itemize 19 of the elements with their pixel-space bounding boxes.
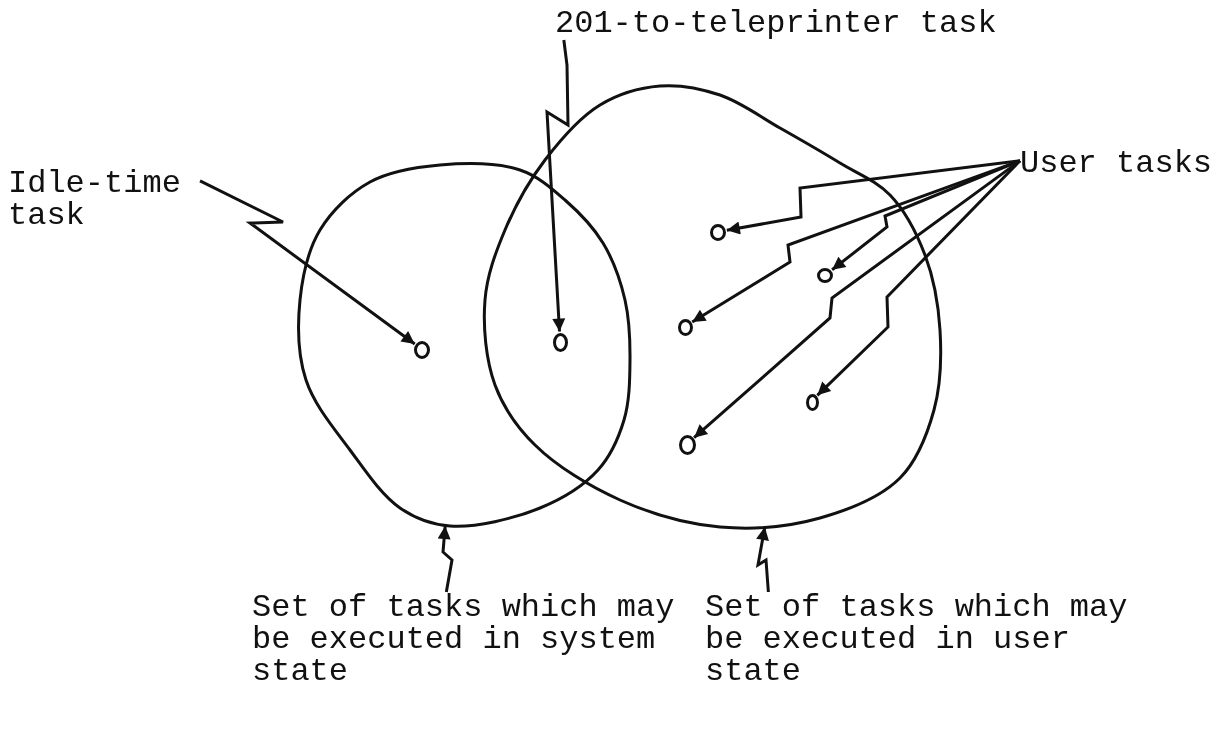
arrow: [545, 39, 570, 332]
arrow: [755, 526, 770, 593]
task-label: Set of tasks which may be executed in user state: [705, 592, 1128, 688]
arrow: [693, 159, 1021, 439]
task-circle: [677, 318, 693, 336]
task-circle: [710, 223, 726, 241]
task-label: 201-to-teleprinter task: [555, 8, 997, 40]
task-circle: [552, 332, 568, 352]
arrow: [691, 159, 1021, 324]
task-label: User tasks: [1020, 148, 1213, 180]
task-circle: [817, 267, 833, 283]
arrow: [199, 179, 416, 346]
task-circle: [414, 341, 430, 359]
arrow: [437, 525, 454, 593]
task-label: Idle-time task: [8, 168, 201, 232]
task-label: Set of tasks which may be executed in system state: [252, 592, 675, 688]
task-circle: [678, 435, 696, 455]
arrow: [726, 159, 1021, 235]
task-circle: [805, 393, 819, 411]
